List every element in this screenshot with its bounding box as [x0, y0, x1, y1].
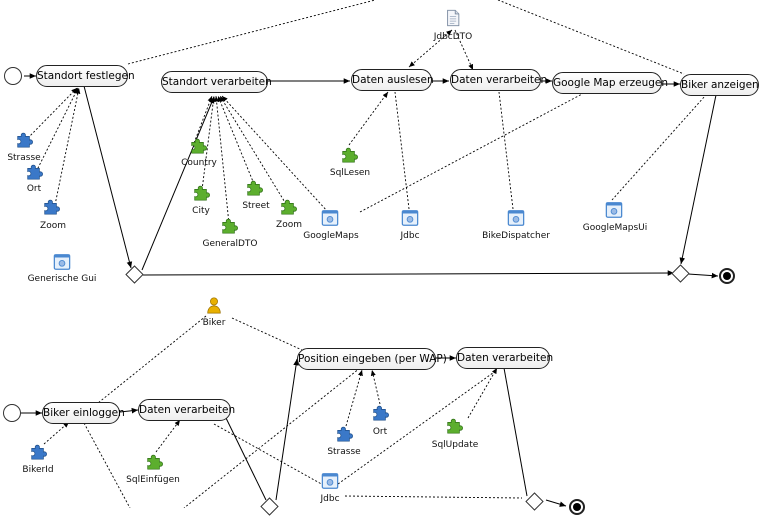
puzzle-blue-icon — [42, 198, 60, 216]
activity-standort-verarbeiten[interactable]: Standort verarbeiten — [161, 71, 272, 93]
activity-biker-einloggen[interactable]: Biker einloggen — [42, 402, 125, 424]
puzzle-green-icon — [189, 137, 207, 155]
object-label-sql-lesen: SqlLesen — [329, 168, 371, 178]
object-label-biker: Biker — [202, 318, 226, 328]
object-label-jdbc-dto: JdbcDTO — [433, 32, 473, 42]
object-label-biker-id: BikerId — [22, 465, 54, 475]
object-label-jdbc-2: Jdbc — [320, 494, 340, 504]
object-label-ort-2: Ort — [372, 427, 388, 437]
object-label-sql-einfuegen: SqlEinfügen — [126, 475, 180, 485]
object-label-google-maps: GoogleMaps — [303, 231, 359, 241]
puzzle-green-icon — [145, 453, 163, 471]
puzzle-blue-icon — [335, 425, 353, 443]
activity-daten-verarbeiten-1[interactable]: Daten verarbeiten — [138, 399, 235, 421]
final-node — [719, 268, 735, 284]
object-label-strasse: Strasse — [7, 153, 41, 163]
activity-daten-verarbeiten-2[interactable]: Daten verarbeiten — [456, 347, 553, 369]
activity-position-eingeben[interactable]: Position eingeben (per WAP) — [297, 348, 447, 370]
puzzle-blue-icon — [29, 443, 47, 461]
component-icon — [53, 253, 71, 271]
object-label-google-maps-ui: GoogleMapsUi — [582, 223, 648, 233]
activity-daten-auslesen[interactable]: Daten auslesen — [351, 69, 434, 91]
actor-icon — [205, 296, 223, 314]
component-icon — [321, 472, 339, 490]
puzzle-blue-icon — [15, 131, 33, 149]
puzzle-green-icon — [445, 417, 463, 435]
object-label-ort: Ort — [26, 184, 42, 194]
puzzle-green-icon — [279, 198, 297, 216]
puzzle-green-icon — [340, 146, 358, 164]
object-label-zoom-2: Zoom — [276, 220, 302, 230]
activity-daten-verarbeiten[interactable]: Daten verarbeiten — [450, 69, 547, 91]
component-icon — [605, 201, 623, 219]
object-label-strasse-2: Strasse — [327, 447, 361, 457]
object-label-country: Country — [181, 158, 217, 168]
final-node — [569, 499, 585, 515]
object-label-zoom: Zoom — [40, 221, 66, 231]
activity-standort-festlegen[interactable]: Standort festlegen — [36, 65, 135, 87]
initial-node — [4, 67, 22, 85]
puzzle-green-icon — [220, 217, 238, 235]
puzzle-green-icon — [245, 179, 263, 197]
puzzle-blue-icon — [25, 163, 43, 181]
object-label-bike-dispatcher: BikeDispatcher — [482, 231, 550, 241]
object-label-city: City — [192, 206, 210, 216]
initial-node — [3, 404, 21, 422]
object-label-general-dto: GeneralDTO — [202, 239, 258, 249]
component-icon — [321, 209, 339, 227]
activity-google-map-erzeugen[interactable]: Google Map erzeugen — [552, 72, 668, 94]
puzzle-blue-icon — [371, 404, 389, 422]
puzzle-green-icon — [192, 184, 210, 202]
component-icon — [401, 209, 419, 227]
component-icon — [507, 209, 525, 227]
object-label-generische-gui: Generische Gui — [27, 274, 97, 284]
object-label-jdbc: Jdbc — [400, 231, 420, 241]
document-icon — [444, 9, 462, 27]
activity-biker-anzeigen[interactable]: Biker anzeigen — [680, 74, 759, 96]
object-label-sql-update: SqlUpdate — [431, 440, 479, 450]
object-label-street: Street — [242, 201, 270, 211]
